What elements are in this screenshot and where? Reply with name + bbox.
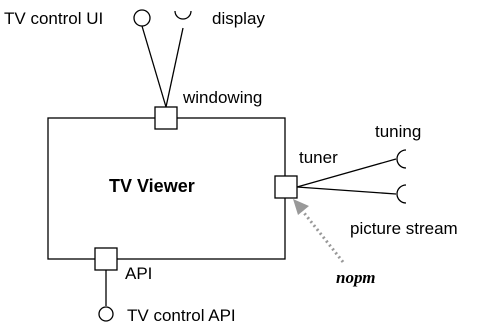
picture-stream-socket-icon (396, 184, 407, 204)
connector-display-to-windowing (165, 27, 184, 108)
tuner-port (274, 175, 298, 199)
tuning-label: tuning (375, 122, 421, 141)
connector-ui-to-windowing (141, 25, 167, 108)
component-name: TV Viewer (109, 176, 195, 196)
connector-tuner-to-tuning (296, 158, 397, 188)
connector-tuner-to-picture-stream (296, 186, 397, 195)
port-annotation-arrowhead-icon (293, 199, 309, 215)
port-annotation-label: порт (336, 268, 375, 287)
tv-control-api-lollipop-icon (98, 306, 114, 322)
windowing-port (154, 106, 178, 130)
windowing-port-label: windowing (182, 88, 262, 107)
tuning-socket-icon (396, 149, 407, 169)
port-annotation-arrow (299, 208, 345, 263)
api-port (94, 247, 118, 271)
tv-control-ui-lollipop-icon (133, 9, 151, 27)
display-label: display (212, 9, 265, 28)
api-port-label: API (125, 264, 152, 283)
tv-control-api-label: TV control API (127, 306, 236, 325)
picture-stream-label: picture stream (350, 219, 458, 238)
tuner-port-label: tuner (299, 148, 338, 167)
display-socket-icon (174, 10, 192, 20)
tv-control-ui-label: TV control UI (4, 9, 103, 28)
